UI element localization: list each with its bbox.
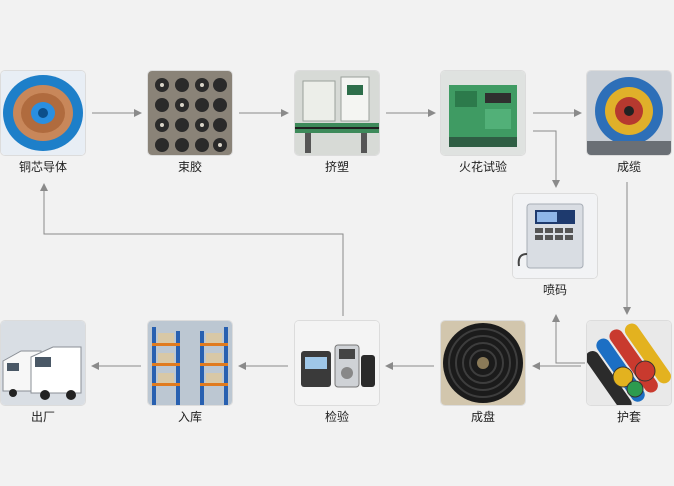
copper-wire-spool-icon	[1, 71, 85, 155]
test-instrument-icon	[295, 321, 379, 405]
step-label: 火花试验	[458, 160, 507, 174]
arrow-inspection-to-copper	[40, 183, 344, 316]
sheathed-cable-icon	[587, 321, 671, 405]
warehouse-rack-icon	[148, 321, 232, 405]
bundling-machine-icon	[148, 71, 232, 155]
delivery-van-icon	[1, 321, 85, 405]
step-label: 铜芯导体	[18, 160, 67, 174]
step-label: 喷码	[542, 283, 567, 297]
extrusion-line-icon	[295, 71, 379, 155]
cabling-machine-icon	[587, 71, 671, 155]
step-cabling: 成缆	[587, 71, 671, 174]
cable-coil-icon	[441, 321, 525, 405]
step-coil: 成盘	[441, 321, 525, 424]
step-inspection: 检验	[295, 321, 379, 424]
step-label: 入库	[177, 410, 202, 424]
step-label: 护套	[616, 410, 641, 424]
step-label: 成缆	[616, 160, 641, 174]
step-extrusion: 挤塑	[295, 71, 379, 174]
step-label: 束胶	[177, 160, 202, 174]
inkjet-printer-icon	[513, 194, 597, 278]
arrow-sheath-to-printing	[552, 314, 585, 364]
step-label: 挤塑	[324, 160, 349, 174]
arrow-spark-to-printing	[533, 130, 560, 188]
step-copper: 铜芯导体	[1, 71, 85, 174]
step-label: 出厂	[30, 410, 55, 424]
step-spark: 火花试验	[441, 71, 525, 174]
spark-tester-icon	[441, 71, 525, 155]
step-printing: 喷码	[513, 194, 597, 297]
step-label: 检验	[324, 410, 349, 424]
step-label: 成盘	[470, 410, 495, 424]
step-sheath: 护套	[587, 321, 671, 424]
step-warehouse: 入库	[148, 321, 232, 424]
step-bundling: 束胶	[148, 71, 232, 174]
step-delivery: 出厂	[1, 321, 85, 424]
